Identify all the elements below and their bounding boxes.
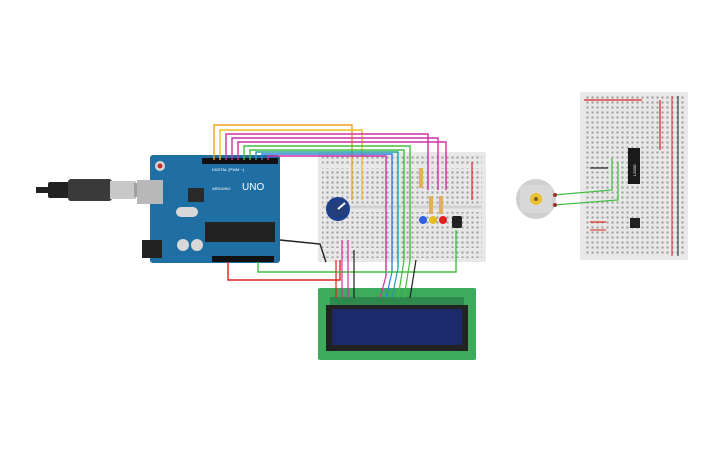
wire-magenta-4: [267, 155, 387, 276]
wire-teal: [255, 151, 399, 268]
wire-magenta-1: [225, 133, 429, 190]
resistor-2: [429, 196, 433, 214]
dc-jack: [142, 240, 162, 258]
usb-port: [137, 180, 163, 204]
board-brand-label: ARDUINO: [212, 186, 230, 191]
header-label: DIGITAL (PWM ~): [212, 167, 245, 172]
usb-chip: [188, 188, 204, 202]
wire-yellow: [219, 129, 363, 200]
led-red: [439, 216, 447, 224]
wires: [213, 124, 457, 281]
transistor: [630, 218, 640, 228]
wire-red-power: [227, 260, 341, 281]
lcd-wires: [335, 240, 417, 299]
potentiometer[interactable]: [326, 197, 350, 221]
led-yellow: [429, 216, 437, 224]
leds: [419, 216, 462, 228]
breadboard-secondary: L293D: [580, 92, 688, 260]
dc-motor: [516, 179, 556, 219]
temperature-sensor: [452, 216, 462, 228]
wire-orange: [213, 124, 353, 200]
capacitor-2: [191, 239, 203, 251]
arduino-uno-board[interactable]: DIGITAL (PWM ~) UNO ARDUINO: [137, 155, 280, 263]
analog-header: [212, 256, 274, 262]
wire-green-1: [243, 145, 411, 260]
resistors: [419, 168, 443, 214]
motor-driver-chip: [628, 148, 640, 184]
wire-green-gnd: [257, 230, 457, 273]
motor-driver-label: L293D: [632, 164, 637, 176]
wire-black: [279, 239, 327, 263]
led-blue: [419, 216, 427, 224]
capacitor-1: [177, 239, 189, 251]
lcd-display: [318, 288, 476, 360]
motor-wires: [553, 158, 619, 206]
digital-header: [202, 158, 278, 164]
wire-magenta-2: [231, 137, 439, 190]
resistor-3: [439, 196, 443, 214]
resistor-1: [419, 168, 423, 188]
board-model-label: UNO: [242, 182, 264, 193]
crystal: [176, 207, 198, 217]
wire-blue: [261, 153, 393, 272]
lcd-screen: [332, 309, 462, 345]
atmega-chip: [205, 222, 275, 242]
wire-magenta-3: [237, 141, 447, 190]
lcd-pins: [330, 297, 464, 307]
wire-green-2: [249, 149, 405, 260]
usb-cable: [36, 179, 152, 201]
